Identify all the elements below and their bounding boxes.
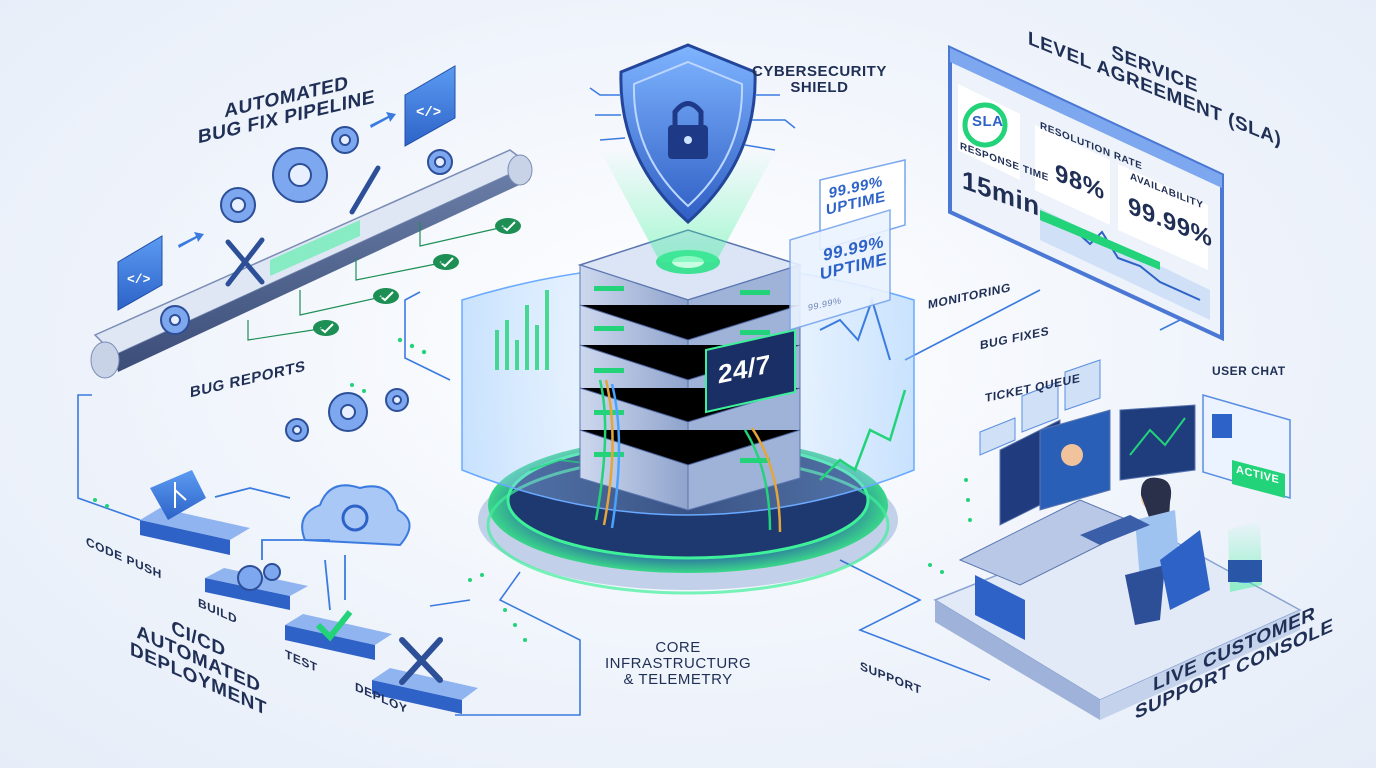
core-title-line1: CORE [655, 639, 701, 656]
svg-text:</>: </> [127, 272, 151, 287]
cicd-steps [140, 470, 478, 714]
monitor [1119, 404, 1196, 481]
wrench-icon [349, 165, 381, 215]
keyboard-icon [1080, 515, 1150, 545]
flow-dots [93, 337, 972, 642]
gear-icon [331, 126, 359, 154]
gear-icon [285, 418, 309, 442]
desk-drawer [975, 575, 1025, 640]
svg-text:</>: </> [416, 105, 441, 121]
ticket-cards [979, 359, 1101, 456]
flow-line [904, 289, 1041, 361]
user-chat-label: USER CHAT [1212, 364, 1286, 378]
shield-title: CYBERSECURITY SHIELD [752, 64, 887, 96]
office-chair [1160, 530, 1210, 610]
gear-icon [328, 392, 368, 432]
pipeline-checkmarks [247, 218, 521, 341]
shield-title-line1: CYBERSECURITY [752, 63, 887, 80]
core-title-line2: INFRASTRUCTURG [605, 654, 752, 672]
flow-line [404, 291, 451, 381]
gear-icon [160, 305, 190, 335]
refresh-icon [341, 504, 369, 532]
support-agent [1125, 477, 1210, 625]
gear-icons [160, 126, 453, 442]
flow-line [839, 559, 991, 681]
support-console [933, 359, 1302, 720]
sla-dashboard [948, 44, 1224, 342]
gear-icon [272, 147, 328, 203]
user-icon [1212, 414, 1232, 438]
uptime-screen [705, 328, 796, 414]
uptime-panels [789, 159, 906, 332]
check-icon [315, 610, 353, 642]
wrench-icons [225, 165, 381, 287]
code-push-block [140, 470, 250, 555]
user-chat-window [1202, 394, 1291, 500]
chat-bubble-icon [1064, 359, 1101, 411]
flow-line [77, 394, 141, 521]
cloud-icon [301, 484, 411, 547]
arrow-icons [178, 112, 396, 248]
shield-title-line2: SHIELD [790, 78, 849, 96]
sla-badge: SLA [972, 113, 1004, 130]
shield-icon [589, 43, 796, 225]
gear-icon [385, 388, 409, 412]
code-window-icon: </> [117, 235, 163, 311]
agent-avatar [1061, 444, 1083, 466]
flow-line [455, 571, 581, 716]
core-title: CORE INFRASTRUCTURG & TELEMETRY [605, 640, 751, 687]
gear-icon [220, 187, 256, 223]
gear-icon [263, 563, 281, 581]
test-block [285, 610, 392, 660]
wrench-icon [399, 637, 443, 685]
code-window-icon: </> [404, 65, 456, 147]
screwdriver-icon [225, 237, 265, 287]
core-title-line3: & TELEMETRY [623, 670, 733, 688]
conveyor-belt [90, 149, 533, 379]
server-rack [577, 150, 803, 533]
flow-line [429, 599, 471, 607]
deploy-block [372, 637, 478, 714]
gear-icon [237, 565, 263, 591]
gear-icon [427, 149, 453, 175]
flow-lines [77, 289, 1181, 716]
lock-icon [668, 101, 708, 159]
build-block [205, 563, 308, 610]
